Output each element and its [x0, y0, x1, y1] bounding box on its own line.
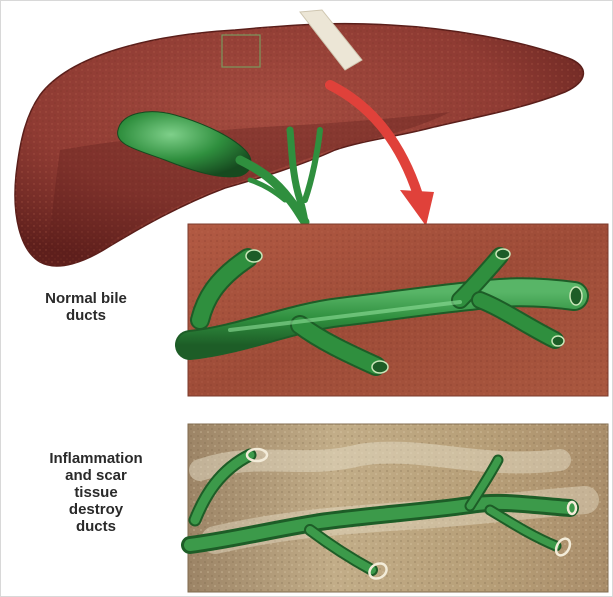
label-inflammation-scar: Inflammation and scar tissue destroy duc…: [6, 450, 186, 535]
label-line: Normal bile: [20, 290, 152, 307]
label-line: tissue: [6, 484, 186, 501]
label-line: ducts: [6, 518, 186, 535]
label-line: ducts: [20, 307, 152, 324]
label-line: destroy: [6, 501, 186, 518]
label-line: Inflammation: [6, 450, 186, 467]
label-normal-bile-ducts: Normal bile ducts: [20, 290, 152, 324]
label-line: and scar: [6, 467, 186, 484]
normal-duct-panel: [188, 224, 608, 396]
damaged-duct-panel: [188, 424, 608, 592]
